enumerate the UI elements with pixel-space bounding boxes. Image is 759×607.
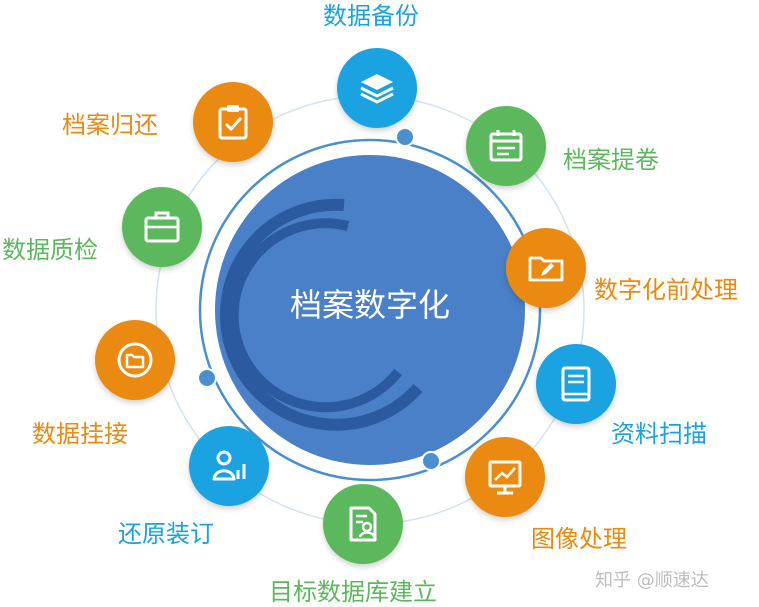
label-data-qc: 数据质检 xyxy=(2,236,98,264)
node-restore-binding xyxy=(189,426,269,506)
clipboard-check-icon xyxy=(218,105,248,140)
book-icon xyxy=(561,366,591,402)
core-arc-inner xyxy=(228,218,402,413)
calendar-icon xyxy=(489,130,523,162)
ring-dot-2 xyxy=(197,368,217,388)
node-archive-return xyxy=(193,82,273,162)
label-archive-retrieval: 档案提卷 xyxy=(563,146,659,174)
label-pre-digitization: 数字化前处理 xyxy=(594,276,738,304)
layers-icon xyxy=(360,74,394,104)
node-data-linking xyxy=(95,320,175,400)
core-arc-outer xyxy=(219,198,423,431)
ring-dot-3 xyxy=(421,451,441,471)
label-restore-binding: 还原装订 xyxy=(118,520,214,548)
chart-board-icon xyxy=(488,460,522,495)
node-archive-retrieval xyxy=(466,106,546,186)
node-image-processing xyxy=(465,437,545,517)
node-data-backup xyxy=(337,48,417,128)
node-data-qc xyxy=(122,187,202,267)
folder-edit-icon xyxy=(528,256,564,282)
label-document-scanning: 资料扫描 xyxy=(611,420,707,448)
document-user-icon xyxy=(349,506,377,542)
label-image-processing: 图像处理 xyxy=(531,525,627,553)
label-target-database: 目标数据库建立 xyxy=(269,578,437,606)
center-title: 档案数字化 xyxy=(289,286,450,324)
user-chart-icon xyxy=(212,450,246,481)
ring-dot-1 xyxy=(395,127,415,147)
middle-ring xyxy=(198,138,542,482)
folder-circle-icon xyxy=(117,342,153,378)
node-target-database xyxy=(323,484,403,564)
watermark: 知乎 @顺速达 xyxy=(595,570,709,591)
node-pre-digitization xyxy=(506,228,586,308)
briefcase-icon xyxy=(144,211,180,243)
label-data-backup: 数据备份 xyxy=(323,2,419,30)
label-data-linking: 数据挂接 xyxy=(32,420,128,448)
node-document-scanning xyxy=(536,344,616,424)
label-archive-return: 档案归还 xyxy=(62,111,158,139)
